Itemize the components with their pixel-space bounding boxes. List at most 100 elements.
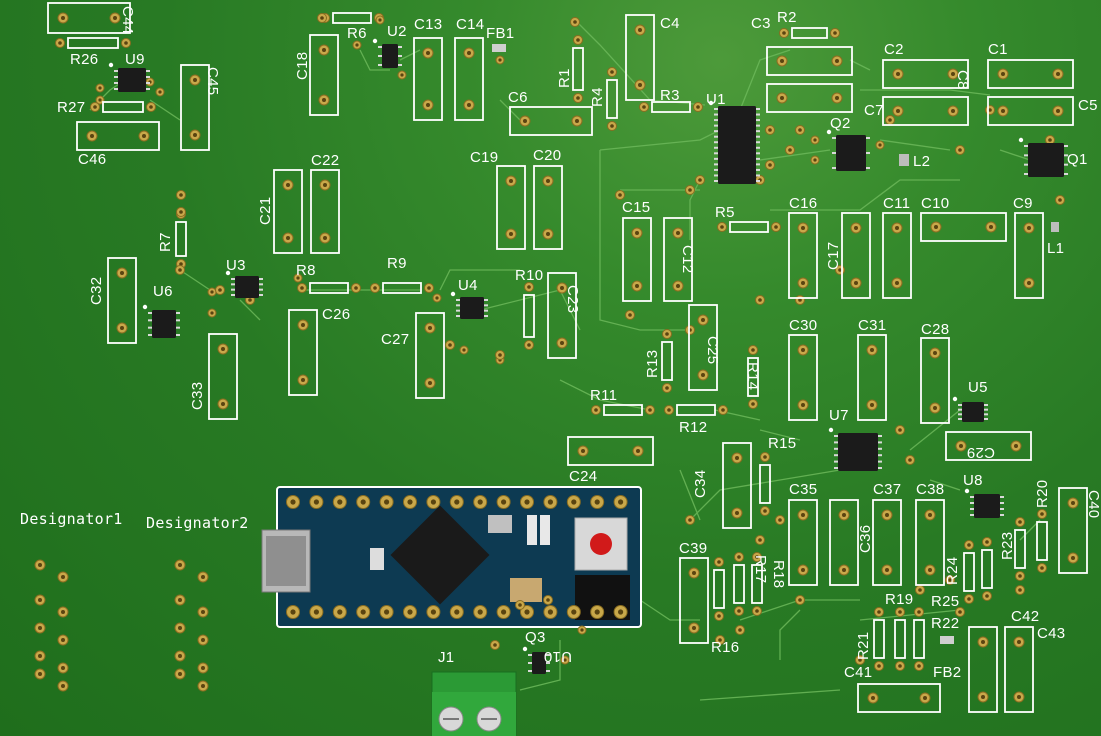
- pad-hole: [576, 96, 580, 100]
- pad-hole: [201, 666, 205, 670]
- ic-pin: [756, 124, 760, 127]
- capacitor-outline: [882, 212, 912, 299]
- resistor-outline: [67, 37, 119, 49]
- pin1-marker: [952, 396, 958, 402]
- ic-pin: [1064, 154, 1068, 157]
- pad-hole: [895, 281, 899, 285]
- designator-designator1: Designator1: [20, 510, 123, 528]
- ic-pin: [756, 141, 760, 144]
- ic-pin: [866, 137, 870, 139]
- pad-hole: [967, 543, 971, 547]
- capacitor-outline: [1014, 212, 1044, 299]
- pad-hole: [928, 513, 932, 517]
- designator-r22: R22: [931, 615, 960, 632]
- pad-hole: [1071, 556, 1075, 560]
- designator-u6: U6: [153, 283, 173, 300]
- resistor-outline: [175, 221, 187, 257]
- pad-hole: [301, 323, 305, 327]
- ic-pin: [756, 135, 760, 138]
- designator-c14: C14: [456, 16, 485, 33]
- capacitor-outline: [766, 46, 853, 76]
- pad-hole: [701, 373, 705, 377]
- pad-hole: [38, 654, 42, 658]
- pad-hole: [179, 193, 183, 197]
- designator-r10: R10: [515, 267, 544, 284]
- pad-hole: [98, 86, 102, 90]
- pad-hole: [618, 609, 624, 615]
- capacitor-outline: [766, 83, 853, 113]
- ic-pin: [958, 408, 962, 411]
- resistor-outline: [981, 549, 993, 589]
- pad-hole: [179, 262, 183, 266]
- ic-pin: [878, 441, 882, 444]
- capacitor-outline: [920, 212, 1007, 242]
- ic-pin: [114, 76, 118, 78]
- designator-c31: C31: [858, 317, 887, 334]
- pad-hole: [835, 59, 839, 63]
- pad-hole: [635, 284, 639, 288]
- pad-hole: [696, 105, 700, 109]
- pin1-marker: [964, 488, 970, 494]
- ic-u8: [974, 494, 1000, 518]
- pad-hole: [546, 598, 550, 602]
- designator-u3: U3: [226, 257, 246, 274]
- pin1-marker: [142, 304, 148, 310]
- designator-r13: R13: [644, 349, 661, 378]
- pad-hole: [1001, 109, 1005, 113]
- ic-u9: [118, 68, 146, 92]
- pad-hole: [768, 128, 772, 132]
- ic-pin: [714, 108, 718, 110]
- designator-r1: R1: [556, 68, 573, 88]
- ic-pin: [148, 326, 152, 329]
- designator-r9: R9: [387, 255, 407, 272]
- resistor-outline: [523, 294, 535, 338]
- pad-hole: [524, 499, 530, 505]
- pad-hole: [758, 538, 762, 542]
- pad-hole: [201, 684, 205, 688]
- pad-hole: [928, 568, 932, 572]
- pad-hole: [360, 499, 366, 505]
- capacitor-outline: [722, 442, 752, 529]
- capacitor-outline: [509, 106, 593, 136]
- ic-q1: [1028, 143, 1064, 177]
- pad-hole: [838, 268, 842, 272]
- pad-hole: [426, 51, 430, 55]
- pad-hole: [788, 148, 792, 152]
- pad-hole: [462, 348, 466, 352]
- capacitor-outline: [857, 334, 887, 421]
- capacitor-outline: [679, 557, 709, 644]
- pad-hole: [142, 134, 146, 138]
- designator-r12: R12: [679, 419, 708, 436]
- designator-q3: Q3: [525, 629, 546, 646]
- pads: [34, 12, 1079, 704]
- ic-pin: [984, 408, 988, 411]
- capacitor-outline: [622, 217, 652, 302]
- pad-hole: [546, 179, 550, 183]
- designator-j1: J1: [438, 649, 455, 666]
- pad-hole: [178, 563, 182, 567]
- resistor-outline: [572, 47, 584, 91]
- ic-pin: [970, 514, 974, 516]
- pad-hole: [378, 18, 382, 22]
- resistor-outline: [606, 79, 618, 119]
- ic-pin: [259, 278, 263, 280]
- pad-hole: [842, 568, 846, 572]
- capacitor-outline: [1058, 487, 1088, 574]
- designator-u5: U5: [968, 379, 988, 396]
- designator-u9: U9: [125, 51, 145, 68]
- ic-pin: [756, 180, 760, 182]
- pad-hole: [958, 148, 962, 152]
- pad-hole: [667, 408, 671, 412]
- pad-hole: [527, 285, 531, 289]
- ferrite-fb1: [492, 44, 506, 52]
- pad-hole: [210, 311, 214, 315]
- ic-pin: [714, 174, 718, 177]
- pad-hole: [93, 105, 97, 109]
- pad-hole: [878, 143, 882, 147]
- designator-c29: C29: [966, 444, 995, 461]
- ic-pin: [231, 278, 235, 280]
- pad-hole: [665, 332, 669, 336]
- designator-r15: R15: [768, 435, 797, 452]
- designator-u1: U1: [706, 91, 726, 108]
- pad-hole: [120, 271, 124, 275]
